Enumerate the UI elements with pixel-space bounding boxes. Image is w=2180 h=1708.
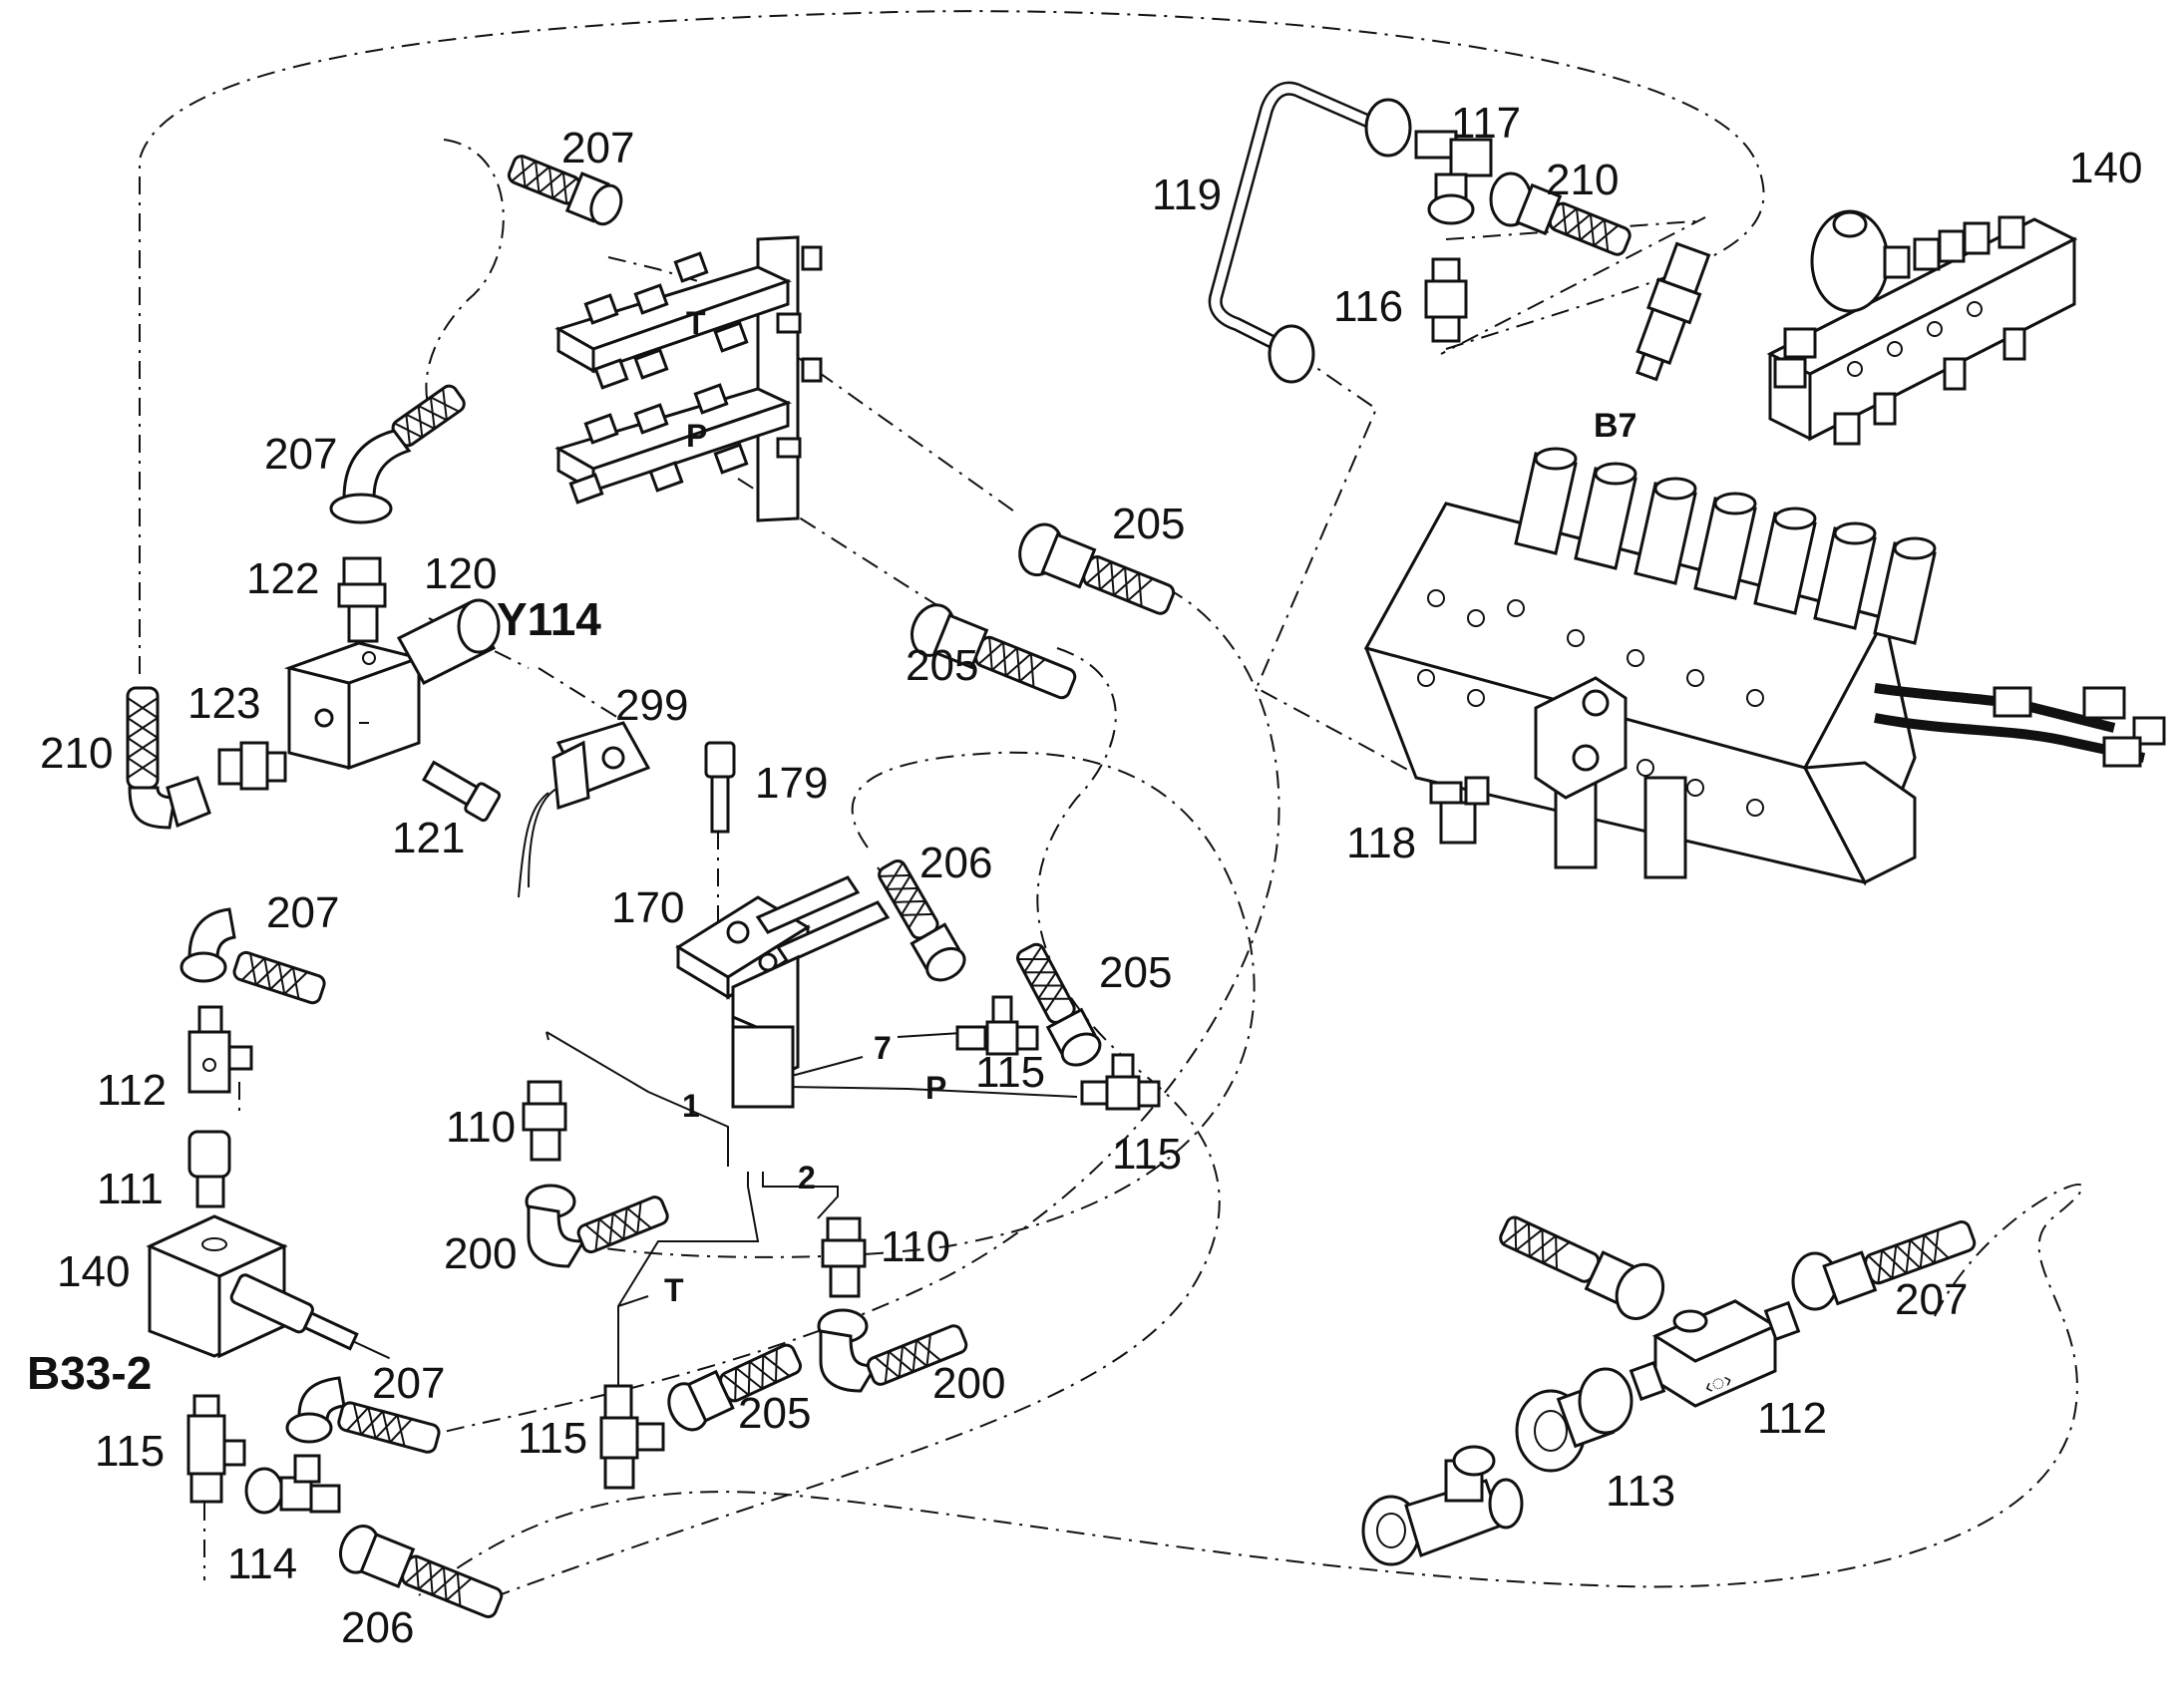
label-205-a: 205 xyxy=(1112,500,1185,548)
label-b7: B7 xyxy=(1594,407,1636,445)
label-112-right: 112 xyxy=(1757,1394,1827,1443)
port-2-label: 2 xyxy=(798,1160,816,1196)
port-7-label: 7 xyxy=(874,1030,892,1066)
tee-115-left xyxy=(186,1394,246,1504)
fitting-122 xyxy=(337,556,387,643)
lever-170 xyxy=(675,875,891,1109)
screw-179 xyxy=(704,741,736,834)
sensor-b7 xyxy=(1635,241,1711,382)
hose-205-b xyxy=(910,603,1077,700)
label-122: 122 xyxy=(246,554,319,603)
hose-207-right xyxy=(1791,1219,1977,1311)
label-207-mid: 207 xyxy=(266,888,339,937)
label-115-left: 115 xyxy=(95,1427,165,1476)
elbow-hose-207 xyxy=(329,384,466,524)
tee-115-c xyxy=(599,1384,665,1490)
label-111: 111 xyxy=(97,1165,164,1213)
fitting-112-right: ‹◌› xyxy=(1629,1299,1801,1408)
label-116: 116 xyxy=(1333,282,1403,331)
label-112-left: 112 xyxy=(97,1066,167,1115)
label-179: 179 xyxy=(755,759,828,808)
label-207-top: 207 xyxy=(561,124,634,172)
tee-114 xyxy=(244,1454,341,1515)
port-1-label: 1 xyxy=(682,1088,700,1124)
connector-299 xyxy=(518,721,651,898)
valve-120-block xyxy=(283,598,501,771)
port-T-label: T xyxy=(664,1272,684,1308)
manifold-block: T P xyxy=(554,235,823,522)
hose-210-left xyxy=(126,686,211,830)
elbow-200-a xyxy=(525,1184,669,1268)
label-210-right: 210 xyxy=(1546,156,1619,204)
callout-labels: 207 207 122 120 Y114 123 210 121 299 179… xyxy=(27,99,2142,1652)
fitting-117 xyxy=(1414,130,1493,225)
label-114: 114 xyxy=(227,1539,297,1588)
tee-115-a xyxy=(955,995,1039,1056)
label-113: 113 xyxy=(1606,1467,1675,1516)
label-140-right: 140 xyxy=(2069,144,2142,192)
label-206-bottom: 206 xyxy=(341,1603,414,1652)
label-119: 119 xyxy=(1152,171,1222,219)
sensor-140-left xyxy=(146,1214,391,1360)
label-110-a: 110 xyxy=(446,1103,516,1152)
label-207-right: 207 xyxy=(1895,1275,1968,1324)
hose-210-right xyxy=(1489,171,1632,256)
elbow-200-b xyxy=(817,1308,968,1393)
hose-207-mid xyxy=(180,907,326,1005)
hose-205-c xyxy=(1016,942,1102,1067)
label-205-c: 205 xyxy=(1099,948,1172,997)
fitting-110-a xyxy=(522,1080,567,1162)
fitting-116 xyxy=(1424,257,1468,343)
fitting-112-left xyxy=(187,1005,253,1094)
tee-115-b xyxy=(1080,1053,1161,1111)
fitting-118 xyxy=(1429,776,1490,845)
label-200-b: 200 xyxy=(932,1359,1005,1408)
hose-206-bottom xyxy=(339,1525,504,1618)
valve-block-140-right xyxy=(1766,209,2078,446)
port-t-label: T xyxy=(686,305,706,341)
control-valve-main xyxy=(1363,447,2166,886)
label-205-d: 205 xyxy=(738,1389,811,1438)
tee-fitting-detail xyxy=(1361,1445,1524,1566)
fitting-111 xyxy=(187,1130,231,1208)
fitting-110-b xyxy=(821,1216,867,1298)
hose-207-bottom xyxy=(285,1376,441,1454)
detail-hose-top xyxy=(1499,1215,1665,1320)
hose-205-d xyxy=(667,1343,803,1432)
leader-lines xyxy=(545,1031,1078,1386)
label-115-a: 115 xyxy=(975,1048,1045,1097)
label-206-mid: 206 xyxy=(919,839,992,887)
label-117: 117 xyxy=(1451,99,1521,148)
label-121: 121 xyxy=(392,814,465,862)
screw-121 xyxy=(421,760,502,823)
hose-207-top xyxy=(507,155,623,226)
label-110-b: 110 xyxy=(881,1222,950,1271)
label-299: 299 xyxy=(615,681,688,730)
label-y114: Y114 xyxy=(497,593,601,645)
label-b33-2: B33-2 xyxy=(27,1347,152,1399)
hose-206-mid xyxy=(878,858,966,982)
label-140-left: 140 xyxy=(57,1247,130,1296)
nut-113 xyxy=(1515,1367,1634,1473)
label-115-c: 115 xyxy=(518,1414,587,1463)
pipe-119 xyxy=(1208,81,1412,384)
label-170: 170 xyxy=(611,883,684,932)
label-123: 123 xyxy=(187,679,260,728)
label-118: 118 xyxy=(1346,819,1416,867)
label-207-bottom: 207 xyxy=(372,1359,445,1408)
port-p-label: P xyxy=(686,418,707,454)
hose-205-a xyxy=(1018,522,1176,615)
label-205-b: 205 xyxy=(906,641,978,690)
label-207-elbow: 207 xyxy=(264,430,337,479)
label-115-b: 115 xyxy=(1112,1130,1182,1179)
fitting-123 xyxy=(217,741,287,791)
label-200-a: 200 xyxy=(444,1229,517,1278)
label-210-left: 210 xyxy=(40,729,113,778)
label-120: 120 xyxy=(424,549,497,598)
port-P-label: P xyxy=(925,1070,946,1106)
